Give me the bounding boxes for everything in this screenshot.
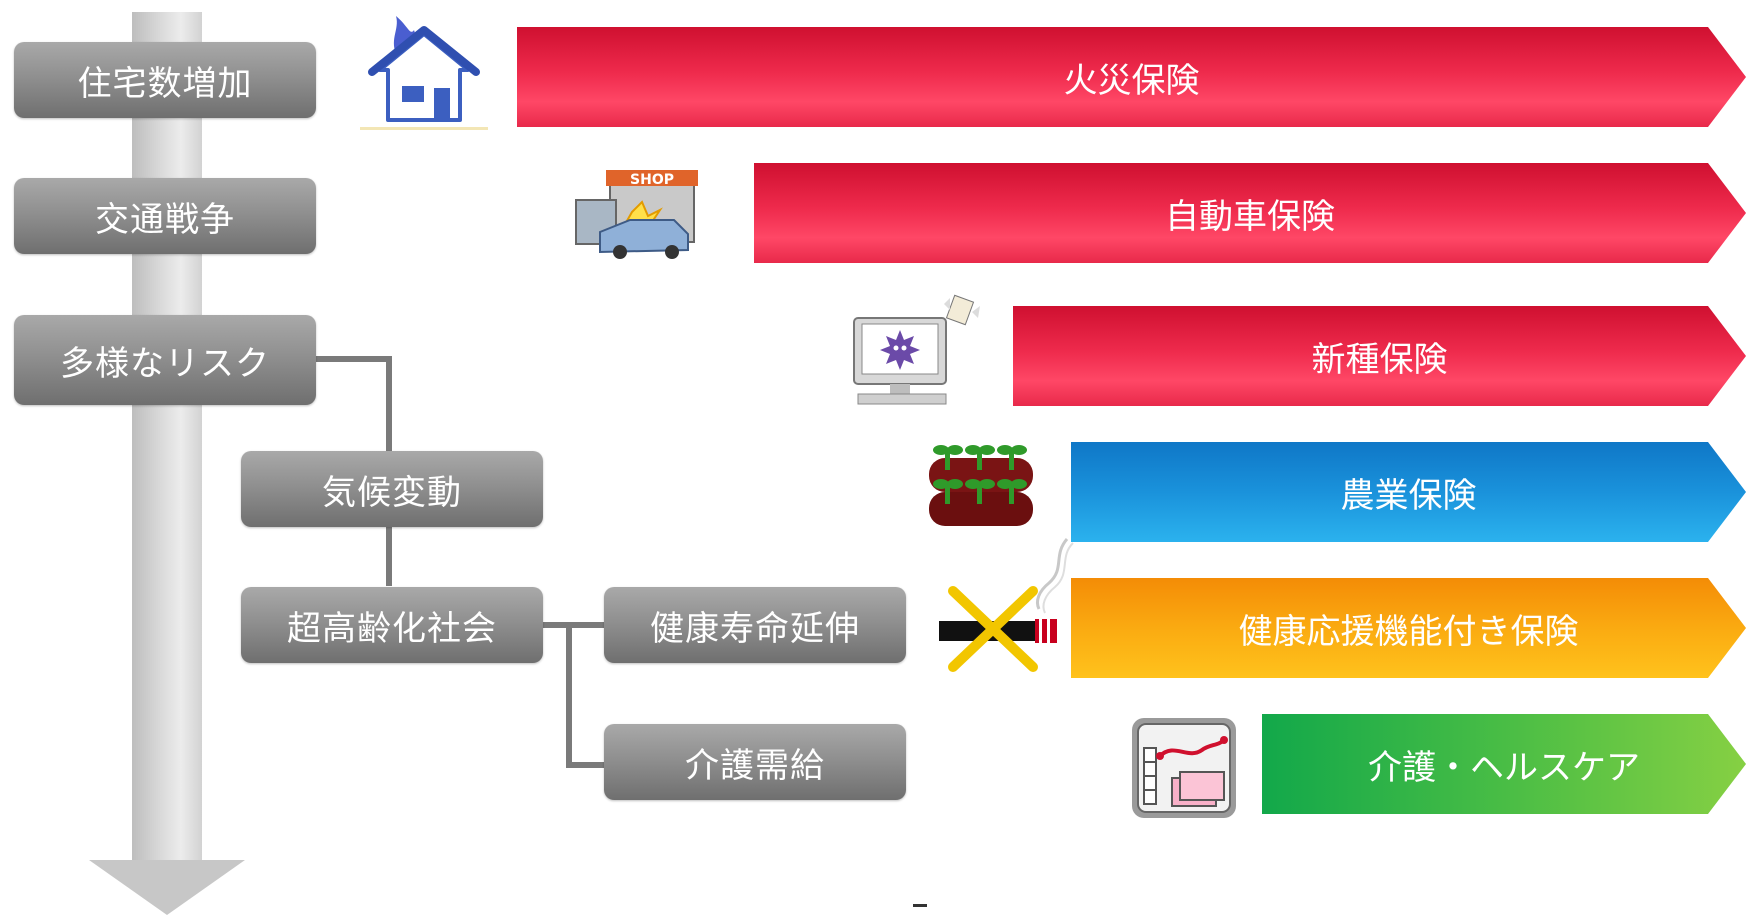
product-health-support-insurance-label: 健康応援機能付き保険 — [1238, 611, 1579, 652]
product-new-type-insurance-label: 新種保険 — [1311, 339, 1448, 380]
trend-super-aging-society: 超高齢化社会 — [241, 587, 543, 663]
connector-vertical-aging — [566, 622, 572, 768]
health-monitor-icon — [1132, 718, 1236, 818]
trend-housing-increase: 住宅数増加 — [14, 42, 316, 118]
trend-traffic-war: 交通戦争 — [14, 178, 316, 254]
connector-vertical-risk — [386, 356, 392, 452]
bottom-mark — [913, 904, 927, 907]
timeline-arrow-shaft — [132, 12, 202, 862]
connector-vertical-climate — [386, 526, 392, 586]
trend-care-supply-demand: 介護需給 — [604, 724, 906, 800]
no-smoking-icon — [939, 538, 1074, 672]
product-fire-insurance-label: 火災保険 — [1063, 60, 1200, 101]
shop-sign-text: SHOP — [630, 172, 674, 188]
car-crash-shop-icon: SHOP — [575, 170, 698, 259]
trend-diverse-risks: 多様なリスク — [14, 315, 316, 405]
connector-risk-to-climate — [312, 356, 392, 362]
timeline-arrow-head — [89, 860, 245, 915]
trend-healthy-life-extension: 健康寿命延伸 — [604, 587, 906, 663]
connector-to-care — [566, 762, 604, 768]
trend-climate-change: 気候変動 — [241, 451, 543, 527]
product-fire-insurance: 火災保険 — [517, 27, 1746, 127]
seedlings-icon — [929, 445, 1033, 526]
connector-aging-to-health — [542, 622, 604, 628]
house-fire-icon — [360, 16, 488, 130]
product-auto-insurance-label: 自動車保険 — [1165, 196, 1335, 237]
product-care-healthcare-label: 介護・ヘルスケア — [1368, 747, 1640, 788]
product-auto-insurance: 自動車保険 — [754, 163, 1746, 263]
product-agricultural-insurance-label: 農業保険 — [1340, 475, 1477, 516]
computer-virus-icon — [853, 294, 980, 405]
product-agricultural-insurance: 農業保険 — [1071, 442, 1746, 542]
product-health-support-insurance: 健康応援機能付き保険 — [1071, 578, 1746, 678]
product-care-healthcare: 介護・ヘルスケア — [1262, 714, 1746, 814]
product-new-type-insurance: 新種保険 — [1013, 306, 1746, 406]
